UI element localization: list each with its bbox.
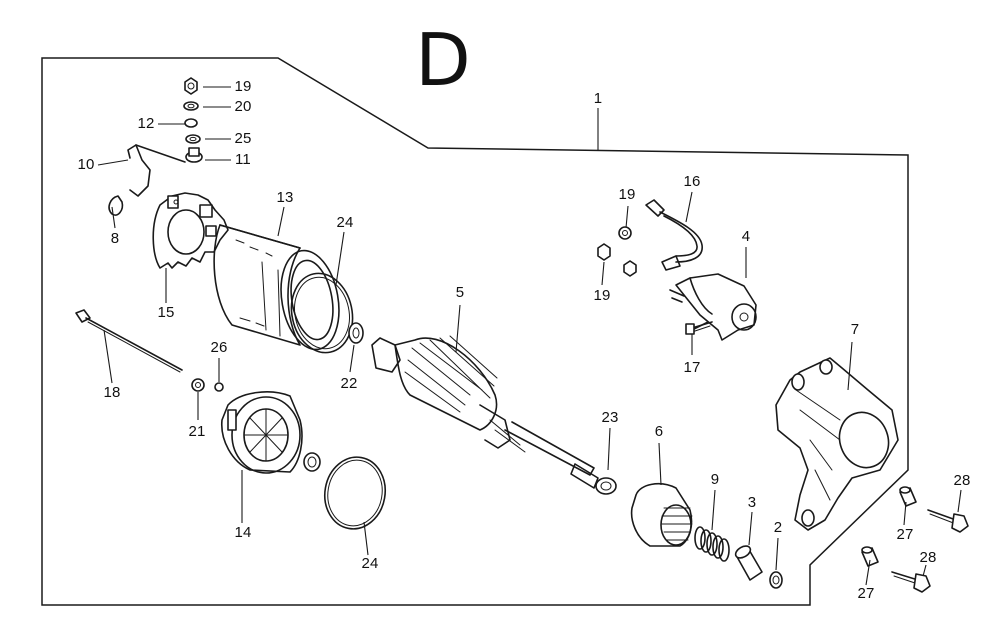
o-ring-24-upper [290,272,354,354]
callout-1: 1 [593,90,603,107]
brush-holder-15 [152,192,229,269]
terminal-nut-stack [183,77,203,163]
washer-26 [214,382,224,392]
callout-16: 16 [683,173,701,190]
bearing [303,452,321,472]
callout-28-right: 28 [953,472,971,489]
bolt-17 [685,321,713,335]
callout-27-right: 27 [896,526,914,543]
through-bolt-18 [75,309,183,373]
callout-17: 17 [683,359,701,376]
callout-2: 2 [773,519,783,536]
bolt-28 [891,509,969,593]
callout-24-lower: 24 [361,555,379,572]
callout-14: 14 [234,524,252,541]
callout-6: 6 [654,423,664,440]
leader-lines [97,86,962,586]
callout-5: 5 [455,284,465,301]
front-bracket-7 [775,357,899,531]
callout-7: 7 [850,321,860,338]
washer-22 [348,322,364,344]
callout-3: 3 [747,494,757,511]
lead-wire-16 [645,199,703,271]
callout-12: 12 [137,115,155,132]
callout-4: 4 [741,228,751,245]
callout-10: 10 [77,156,95,173]
armature-5 [371,335,599,489]
callout-8: 8 [110,230,120,247]
solenoid-4 [669,273,757,341]
washer-23 [595,477,617,495]
dowel-27 [861,486,917,567]
callout-19-mid: 19 [618,186,636,203]
collar-3 [734,545,763,581]
yoke-13 [213,224,340,351]
callout-26: 26 [210,339,228,356]
callout-21: 21 [188,423,206,440]
callout-27-lower: 27 [857,585,875,602]
brush-lead-10 [108,144,186,216]
callout-9: 9 [710,471,720,488]
rear-cover-14 [221,391,303,474]
callout-25: 25 [234,130,252,147]
spring-9 [694,526,730,562]
nut-19-b [597,243,611,261]
callout-28-lower: 28 [919,549,937,566]
o-ring-24-lower [324,456,386,530]
callout-19-top: 19 [234,78,252,95]
pinion-clutch-6 [630,483,693,547]
section-letter: D [415,18,471,102]
nut-19-a [618,226,632,240]
callout-22: 22 [340,375,358,392]
callout-15: 15 [157,304,175,321]
callout-24-upper: 24 [336,214,354,231]
callout-13: 13 [276,189,294,206]
stop-ring-2 [769,571,783,589]
assembly-outline [41,57,909,606]
callout-23: 23 [601,409,619,426]
washer-21 [191,378,205,392]
callout-11: 11 [235,151,251,168]
callout-19-low: 19 [593,287,611,304]
callout-18: 18 [103,384,121,401]
callout-20: 20 [234,98,252,115]
